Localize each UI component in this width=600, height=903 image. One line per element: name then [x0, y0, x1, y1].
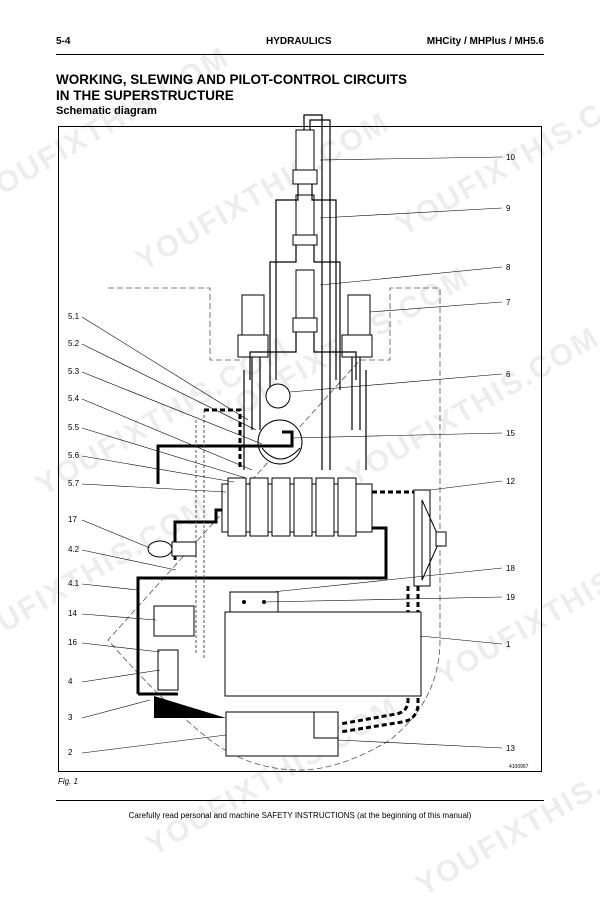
callout-5-3: 5.3 [68, 367, 80, 376]
header-rule [56, 54, 544, 55]
callout-9: 9 [506, 204, 511, 213]
section-title: HYDRAULICS [266, 36, 332, 47]
callout-4: 4 [68, 677, 73, 686]
model-list: MHCity / MHPlus / MH5.6 [426, 36, 544, 47]
callout-5-5: 5.5 [68, 423, 80, 432]
callout-17: 17 [68, 515, 77, 524]
callout-1: 1 [506, 640, 511, 649]
callout-5-4: 5.4 [68, 394, 80, 403]
page-title-line-1: WORKING, SLEWING AND PILOT-CONTROL CIRCU… [56, 72, 407, 87]
callout-19: 19 [506, 593, 515, 602]
callout-15: 15 [506, 429, 515, 438]
callout-14: 14 [68, 609, 77, 618]
callout-13: 13 [506, 744, 515, 753]
page-subtitle: Schematic diagram [56, 105, 157, 117]
page-title: WORKING, SLEWING AND PILOT-CONTROL CIRCU… [56, 72, 407, 104]
cylinder-stack [237, 129, 373, 358]
figure-code: 4100967 [509, 764, 529, 770]
callout-5-7: 5.7 [68, 479, 80, 488]
callout-12: 12 [506, 477, 515, 486]
figure-frame [58, 126, 542, 772]
callout-4-2: 4.2 [68, 545, 80, 554]
callouts-right: 10 9 8 7 6 15 12 18 19 1 13 [506, 153, 515, 753]
callout-6: 6 [506, 370, 511, 379]
callout-2: 2 [68, 748, 73, 757]
callout-8: 8 [506, 263, 511, 272]
callout-5-1: 5.1 [68, 312, 80, 321]
callouts-left: 5.1 5.2 5.3 5.4 5.5 5.6 5.7 17 4.2 4.1 1… [68, 312, 80, 757]
page-title-line-2: IN THE SUPERSTRUCTURE [56, 88, 234, 103]
callout-3: 3 [68, 713, 73, 722]
figure-caption: Fig. 1 [58, 777, 79, 786]
hydraulic-schematic: 10 9 8 7 6 15 12 18 19 1 13 5.1 5.2 5.3 … [68, 114, 529, 771]
footer-note: Carefully read personal and machine SAFE… [128, 811, 472, 820]
page-number: 5-4 [56, 36, 71, 47]
footer-rule [56, 800, 544, 801]
callout-10: 10 [506, 153, 515, 162]
callout-18: 18 [506, 564, 515, 573]
callout-16: 16 [68, 638, 77, 647]
callout-7: 7 [506, 298, 511, 307]
callout-4-1: 4.1 [68, 579, 80, 588]
callout-5-2: 5.2 [68, 339, 80, 348]
callout-5-6: 5.6 [68, 451, 80, 460]
engine-block [224, 611, 422, 697]
control-valve-block [221, 477, 373, 537]
